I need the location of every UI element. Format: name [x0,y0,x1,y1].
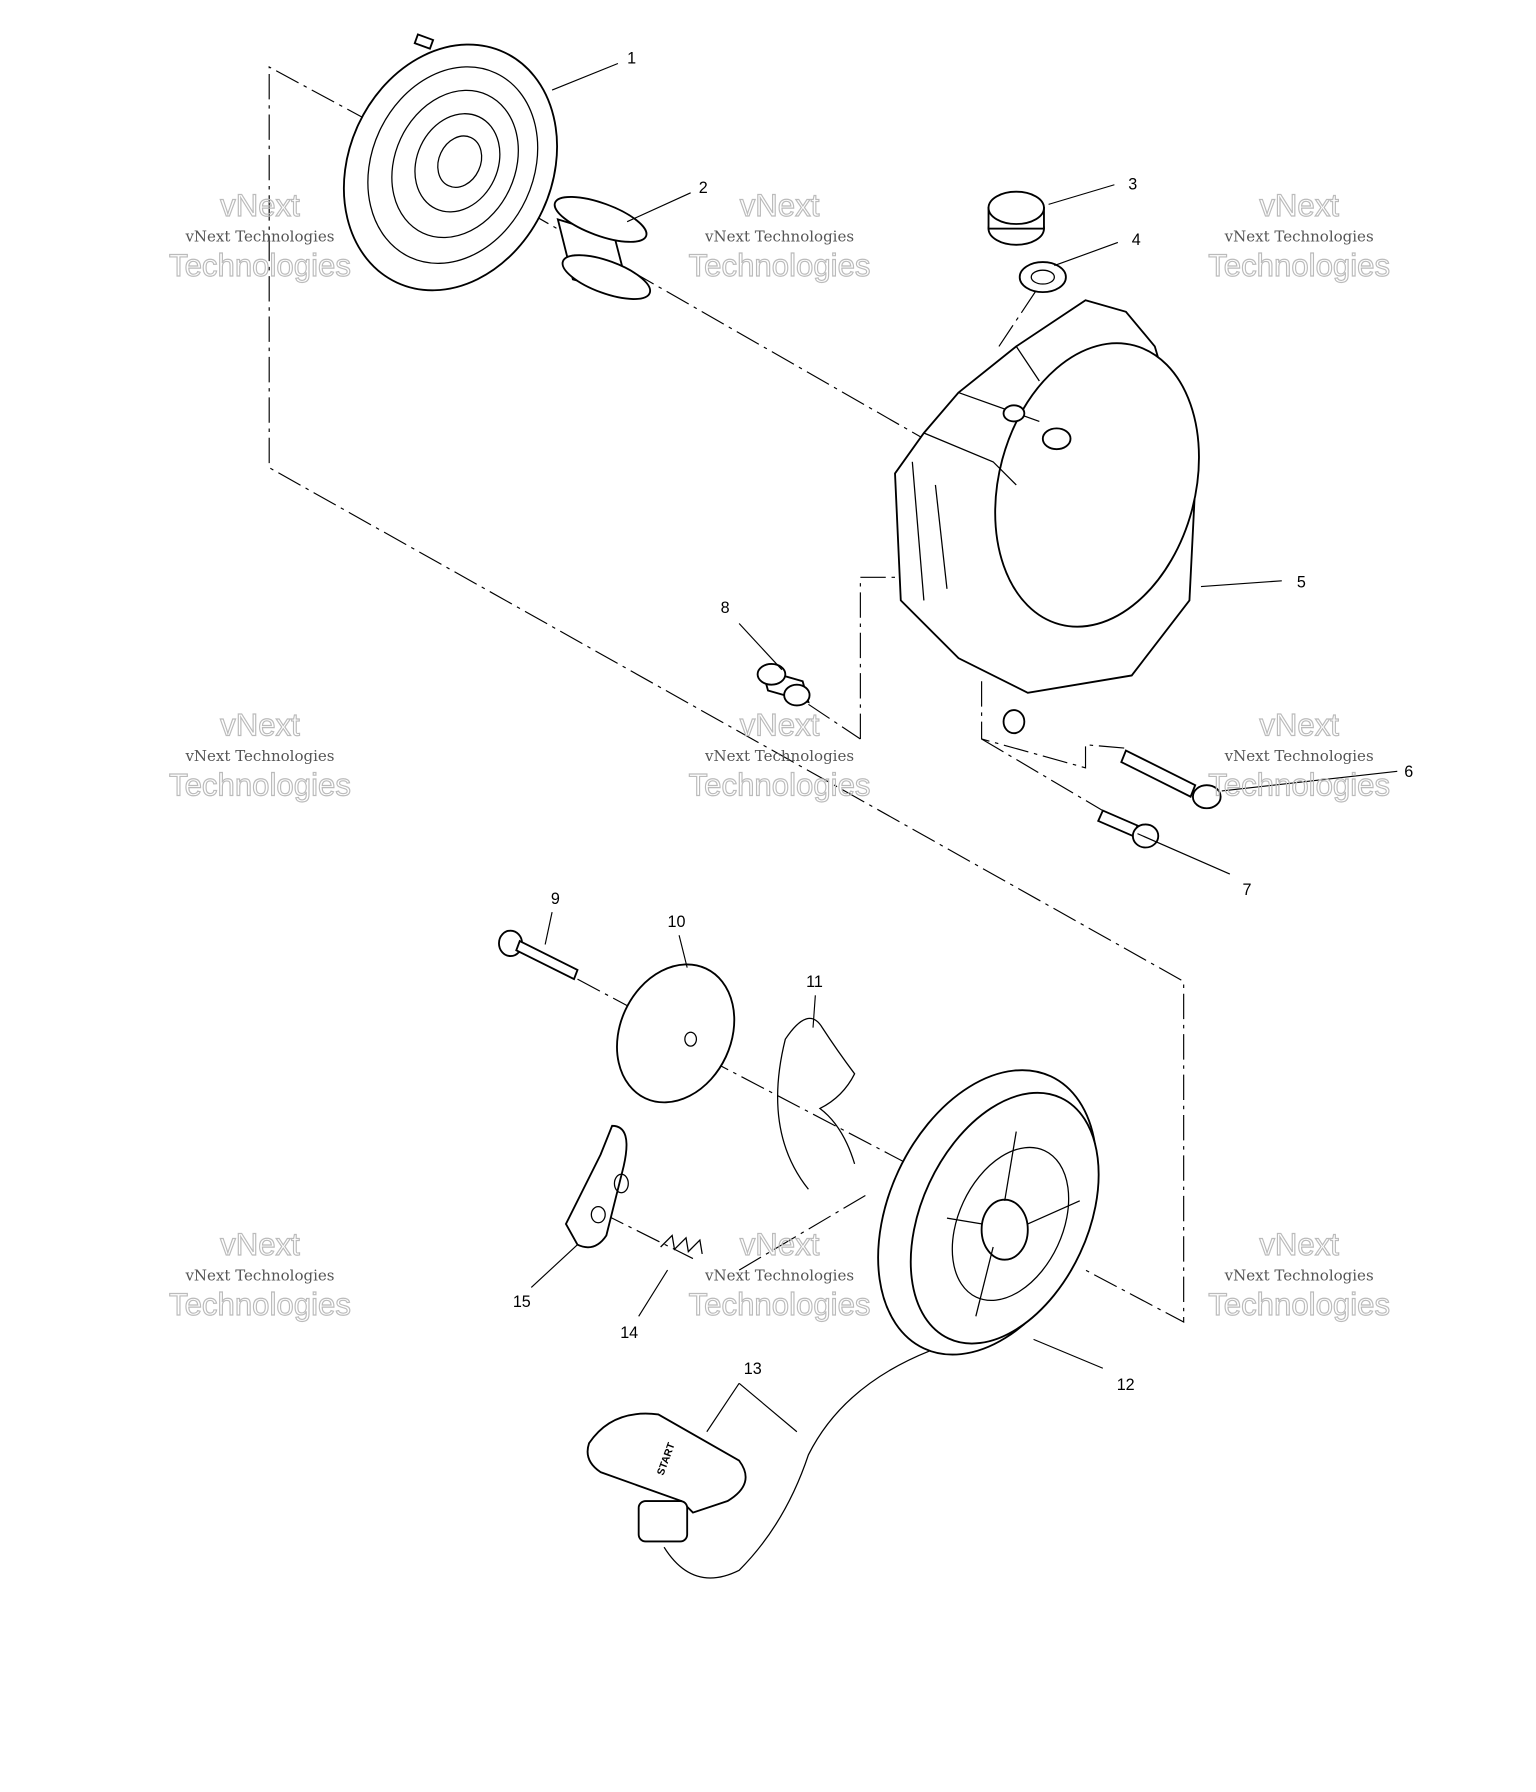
callout-7: 7 [1243,881,1252,899]
watermark-text: vNext Technologies [184,227,334,245]
part-7-bolt[interactable] [1097,809,1160,849]
watermark-text: vNext Technologies [184,747,334,765]
watermark-text: Technologies [169,768,351,803]
part-6-bolt[interactable] [1120,749,1222,810]
watermark-text: Technologies [169,248,351,283]
watermark-text: vNext Technologies [1224,747,1374,765]
callout-labels: 1 2 3 4 5 6 7 8 9 10 11 12 13 14 15 [513,50,1413,1395]
callout-8: 8 [721,599,730,617]
callout-11: 11 [806,973,823,991]
watermark-text: vNext Technologies [704,1266,854,1284]
watermark-text: Technologies [1208,248,1390,283]
part-13-starter-handle[interactable]: START [586,1350,930,1579]
watermark-text: vNext Technologies [1224,227,1374,245]
watermark-text: Technologies [1208,1287,1390,1322]
watermark-text: vNext Technologies [704,747,854,765]
part-5-starter-housing[interactable] [894,299,1229,735]
part-9-bolt[interactable] [498,929,579,981]
callout-9: 9 [551,890,560,908]
callout-2: 2 [699,179,708,197]
watermark-text: Technologies [169,1287,351,1322]
part-3-plug[interactable] [987,190,1045,246]
part-15-pawl[interactable] [564,1124,629,1249]
part-8-spacer[interactable] [756,662,811,707]
part-4-washer[interactable] [1018,261,1067,294]
watermark-text: vNext [740,708,820,743]
callout-10: 10 [668,913,686,931]
part-10-friction-plate[interactable] [595,945,756,1122]
watermark-text: vNext Technologies [184,1266,334,1284]
watermark-text: vNext [220,188,300,223]
watermark-text: vNext [740,188,820,223]
callout-12: 12 [1117,1376,1135,1394]
part-2-bushing[interactable] [549,188,655,308]
callout-5: 5 [1297,574,1306,592]
watermark-text: vNext [1259,708,1339,743]
watermark-text: Technologies [1208,768,1390,803]
callout-6: 6 [1404,763,1413,781]
watermark-text: vNext Technologies [704,227,854,245]
part-12-rope-pulley[interactable] [835,1035,1140,1390]
part-11-spring-clip[interactable] [777,1017,856,1190]
part-1-recoil-spring[interactable] [305,9,597,325]
callout-1: 1 [627,50,636,68]
callout-3: 3 [1128,175,1137,193]
watermark-text: Technologies [689,768,871,803]
watermark-text: vNext [1259,188,1339,223]
part-14-spring[interactable] [660,1234,703,1255]
watermark-text: vNext [220,708,300,743]
watermark-text: vNext Technologies [1224,1266,1374,1284]
callout-14: 14 [620,1324,638,1342]
callout-13: 13 [744,1360,762,1378]
watermark-text: vNext [740,1227,820,1262]
callout-15: 15 [513,1293,531,1311]
watermark-text: Technologies [689,248,871,283]
callout-4: 4 [1132,231,1141,249]
watermark-text: vNext [220,1227,300,1262]
callout-leaders [530,62,1398,1433]
watermark-text: Technologies [689,1287,871,1322]
watermark-text: vNext [1259,1227,1339,1262]
